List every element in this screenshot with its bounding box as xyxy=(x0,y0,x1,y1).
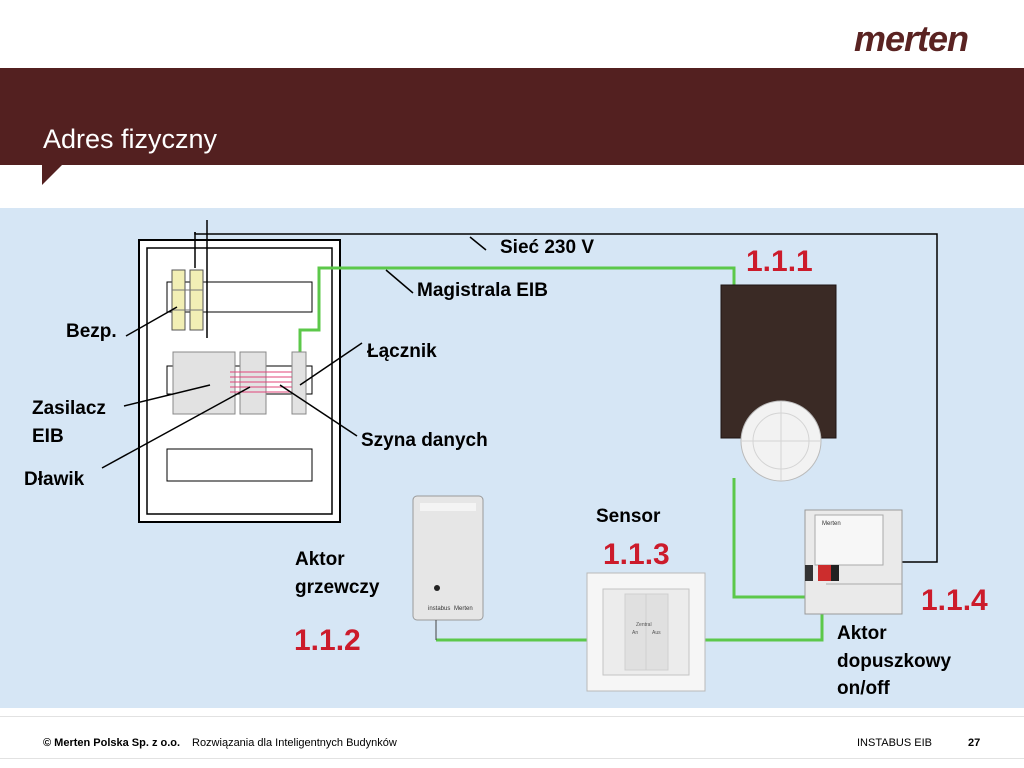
flush-actuator-device: Merten xyxy=(804,509,903,615)
label-aktor-grzewczy-1: Aktor xyxy=(295,549,345,570)
fuses xyxy=(171,269,204,331)
label-aktor-dopuszkowy-3: on/off xyxy=(837,678,890,699)
label-aktor-dopuszkowy-2: dopuszkowy xyxy=(837,651,952,672)
push-button-sensor-device: Zentral An Aus xyxy=(586,572,706,692)
switch-center-label: Zentral xyxy=(636,622,652,628)
label-siec-230v: Sieć 230 V xyxy=(500,237,595,258)
title-notch xyxy=(42,165,62,185)
leader-lines xyxy=(101,236,487,469)
heating-actuator-device: instabus Merten xyxy=(412,495,484,640)
footer-product: INSTABUS EIB xyxy=(857,737,932,749)
diagram-area: instabus Merten Zentral An Aus Merten Si… xyxy=(0,208,1024,708)
label-dlawik: Dławik xyxy=(24,469,85,490)
footer-divider-top xyxy=(0,716,1024,717)
motion-sensor-device xyxy=(720,284,837,482)
footer-company: © Merten Polska Sp. z o.o. xyxy=(43,737,181,749)
page-title: Adres fizyczny xyxy=(43,124,218,154)
heater-brand-label-2: Merten xyxy=(454,606,473,612)
label-aktor-grzewczy-2: grzewczy xyxy=(295,577,380,598)
heater-brand-label: instabus xyxy=(428,606,450,612)
footer-tagline: Rozwiązania dla Inteligentnych Budynków xyxy=(192,737,397,749)
label-aktor-dopuszkowy-1: Aktor xyxy=(837,623,887,644)
footer-page-number: 27 xyxy=(968,737,981,749)
footer-divider-bottom xyxy=(0,758,1024,759)
mains-230v-line xyxy=(194,220,938,563)
actuator-brand-label: Merten xyxy=(822,521,841,527)
label-magistrala-eib: Magistrala EIB xyxy=(417,280,548,301)
diagram-svg: instabus Merten Zentral An Aus Merten xyxy=(0,208,1024,708)
address-1-1-2: 1.1.2 xyxy=(294,624,361,657)
switch-off-label: Aus xyxy=(652,630,661,636)
din-rail-devices xyxy=(172,351,307,415)
switch-on-label: An xyxy=(632,630,638,636)
title-band xyxy=(0,68,1024,165)
label-bezp: Bezp. xyxy=(66,321,117,342)
label-sensor: Sensor xyxy=(596,506,661,527)
label-szyna-danych: Szyna danych xyxy=(361,430,488,451)
address-1-1-3: 1.1.3 xyxy=(603,538,670,571)
address-1-1-4: 1.1.4 xyxy=(921,584,988,617)
address-1-1-1: 1.1.1 xyxy=(746,245,813,278)
label-eib: EIB xyxy=(32,426,64,447)
label-lacznik: Łącznik xyxy=(367,341,437,362)
merten-logo: merten xyxy=(854,18,969,59)
label-zasilacz: Zasilacz xyxy=(32,398,106,419)
